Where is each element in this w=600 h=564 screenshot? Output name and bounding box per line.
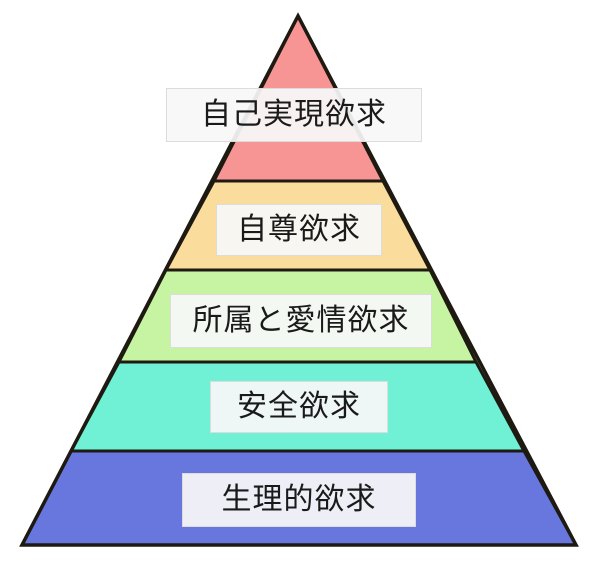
label-physiological: 生理的欲求 bbox=[182, 473, 416, 527]
label-esteem: 自尊欲求 bbox=[216, 204, 382, 256]
label-safety: 安全欲求 bbox=[210, 381, 388, 433]
label-love-belonging: 所属と愛情欲求 bbox=[170, 294, 432, 348]
label-self-actualization: 自己実現欲求 bbox=[166, 88, 422, 142]
pyramid-outline bbox=[19, 12, 579, 547]
